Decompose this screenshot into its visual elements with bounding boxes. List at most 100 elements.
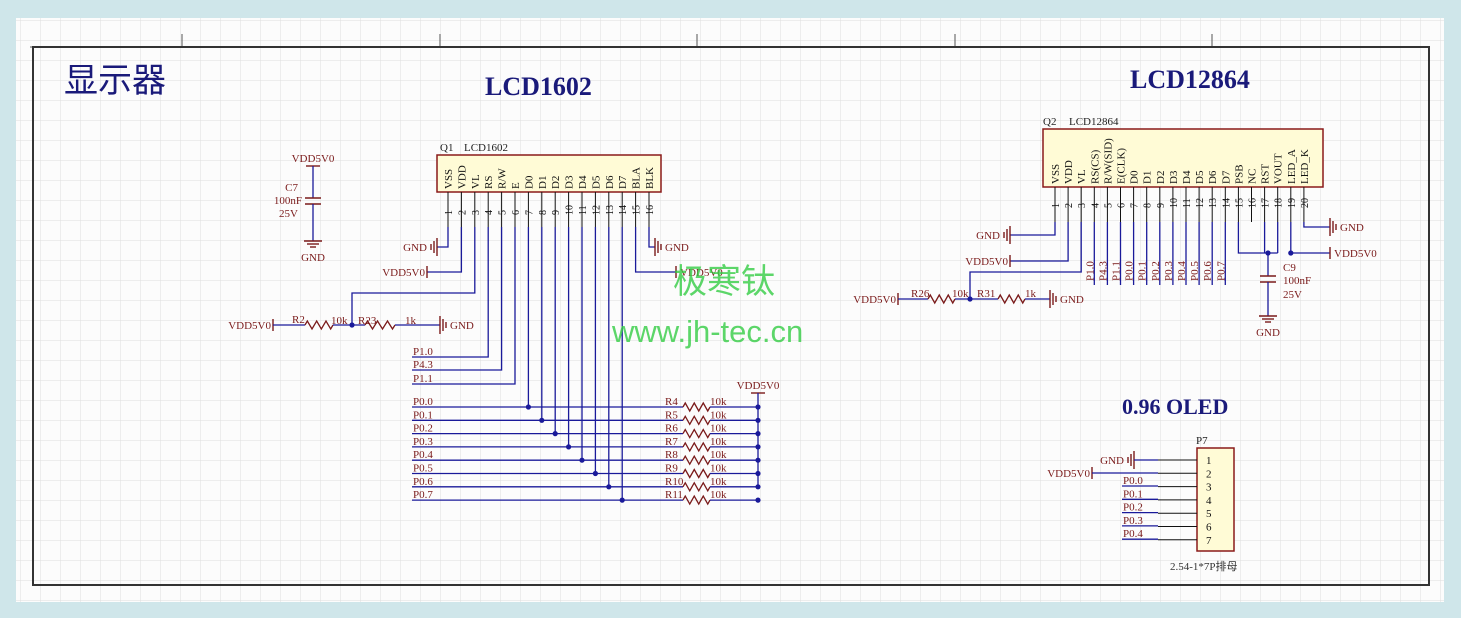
pin-number: 4 bbox=[1090, 203, 1101, 208]
ctrl-net-label: P1.0 bbox=[413, 346, 433, 358]
pin-number: 10 bbox=[1169, 198, 1180, 208]
data-net-label: P0.7 bbox=[413, 489, 433, 501]
pin-number: 5 bbox=[1103, 203, 1114, 208]
pin-label: R/W bbox=[497, 168, 509, 189]
net-label: P4.3 bbox=[1097, 261, 1109, 281]
pin-number: 16 bbox=[645, 205, 656, 215]
net-label: P0.0 bbox=[1124, 261, 1136, 281]
lcd12864-part: LCD12864 bbox=[1069, 116, 1119, 128]
ledk-wire bbox=[1303, 222, 1330, 228]
vss-wire bbox=[437, 227, 449, 248]
oled-net-label: P0.0 bbox=[1123, 475, 1143, 487]
bla-wire bbox=[634, 227, 676, 273]
pin-number: 1 bbox=[444, 210, 455, 215]
data-net-label: P0.4 bbox=[413, 449, 433, 461]
pin-number: 15 bbox=[1234, 198, 1245, 208]
watermark-name: 极寒钛 bbox=[673, 262, 775, 302]
pullup-name: R7 bbox=[665, 436, 678, 448]
junction-dot bbox=[755, 470, 761, 477]
ground-label: GND bbox=[403, 242, 427, 254]
pin-number: 13 bbox=[1208, 198, 1219, 208]
data-net-label: P0.5 bbox=[413, 463, 433, 475]
pin-label: VL bbox=[470, 174, 482, 189]
pin-label: D2 bbox=[1155, 171, 1167, 184]
ground-label: GND bbox=[976, 230, 1000, 242]
lcd1602-heading: LCD1602 bbox=[485, 72, 592, 101]
pullup-value: 10k bbox=[710, 436, 727, 448]
pullup-resistor bbox=[682, 454, 711, 466]
net-label: P1.1 bbox=[1111, 261, 1123, 281]
junction-dot bbox=[755, 444, 761, 450]
ledk-ground bbox=[1329, 218, 1337, 236]
junction-dot bbox=[755, 497, 761, 503]
c9-name: C9 bbox=[1283, 262, 1296, 274]
junction-dot bbox=[755, 457, 761, 463]
oled-pin-number: 1 bbox=[1206, 455, 1212, 467]
data-net-label: P0.3 bbox=[413, 436, 433, 448]
pin-number: 14 bbox=[1221, 198, 1232, 208]
c7-name: C7 bbox=[285, 182, 298, 194]
pin-label: VSS bbox=[443, 169, 455, 189]
lcd12864-designator: Q2 bbox=[1043, 116, 1056, 128]
oled-net-label: P0.3 bbox=[1123, 515, 1143, 527]
pin-label: VSS bbox=[1050, 164, 1062, 184]
junction-dot bbox=[579, 457, 585, 463]
net-label: P0.7 bbox=[1215, 261, 1227, 281]
oled-net-label: P0.4 bbox=[1123, 528, 1143, 540]
pin-number: 3 bbox=[471, 210, 482, 215]
pin-label: D3 bbox=[564, 175, 576, 189]
pin-label: NC bbox=[1247, 169, 1259, 184]
pin-number: 3 bbox=[1077, 203, 1088, 208]
power-label: VDD5V0 bbox=[1047, 468, 1090, 480]
pullup-value: 10k bbox=[710, 423, 727, 435]
r26-resistor bbox=[927, 293, 956, 305]
power-label: VDD5V0 bbox=[228, 320, 271, 332]
pin-number: 11 bbox=[1182, 198, 1193, 208]
sheet-border bbox=[32, 46, 1430, 586]
oled-pin-number: 5 bbox=[1206, 508, 1212, 520]
pin-label: D5 bbox=[1194, 170, 1206, 184]
oled-net-label: P0.2 bbox=[1123, 502, 1143, 514]
lcd1602-section: LCD1602 Q1 LCD1602 VSS1VDD2VL3RS4R/W5E6D… bbox=[436, 72, 662, 227]
power-label: VDD5V0 bbox=[1334, 248, 1377, 260]
pin-label: E bbox=[510, 182, 522, 189]
ctrl-wire bbox=[412, 227, 489, 358]
r31-resistor bbox=[997, 293, 1026, 305]
pin-label: D3 bbox=[1168, 170, 1180, 184]
pin-number: 2 bbox=[457, 210, 468, 215]
r2-name: R2 bbox=[292, 314, 305, 326]
r23-resistor bbox=[364, 319, 396, 331]
pullup-value: 10k bbox=[710, 476, 727, 488]
pin-label: VDD bbox=[1063, 160, 1075, 184]
pin-number: 9 bbox=[551, 210, 562, 215]
pot-ground bbox=[439, 316, 447, 334]
ctrl-wire bbox=[412, 227, 503, 371]
r31-value: 1k bbox=[1025, 288, 1037, 300]
pullup-value: 10k bbox=[710, 396, 727, 408]
r31-name: R31 bbox=[977, 288, 995, 300]
pullup-resistor bbox=[682, 401, 711, 413]
pullup-resistor bbox=[682, 468, 711, 479]
pin-number: 12 bbox=[1195, 198, 1206, 208]
lcd12864-body bbox=[1042, 128, 1324, 188]
watermark-url: www.jh-tec.cn bbox=[611, 314, 803, 349]
net-label: P1.0 bbox=[1084, 261, 1096, 281]
pin-number: 6 bbox=[511, 210, 522, 215]
power-label: VDD5V0 bbox=[737, 380, 780, 392]
net-label: P0.1 bbox=[1137, 261, 1149, 281]
pin-label: D5 bbox=[590, 175, 602, 189]
pin-number: 4 bbox=[484, 210, 495, 215]
pullup-resistor bbox=[682, 494, 711, 506]
pin-number: 8 bbox=[1143, 203, 1154, 208]
pin-number: 11 bbox=[578, 205, 589, 215]
pin-number: 7 bbox=[1130, 203, 1141, 208]
oled-pin-number: 3 bbox=[1206, 482, 1212, 494]
junction-dot bbox=[539, 417, 545, 423]
pin-label: D2 bbox=[550, 176, 562, 189]
pin-label: BLA bbox=[631, 167, 643, 189]
power-label: VDD5V0 bbox=[680, 267, 723, 279]
ctrl-net-label: P1.1 bbox=[413, 373, 433, 385]
ctrl-wire bbox=[412, 227, 516, 385]
oled-pin-number: 7 bbox=[1206, 535, 1212, 547]
